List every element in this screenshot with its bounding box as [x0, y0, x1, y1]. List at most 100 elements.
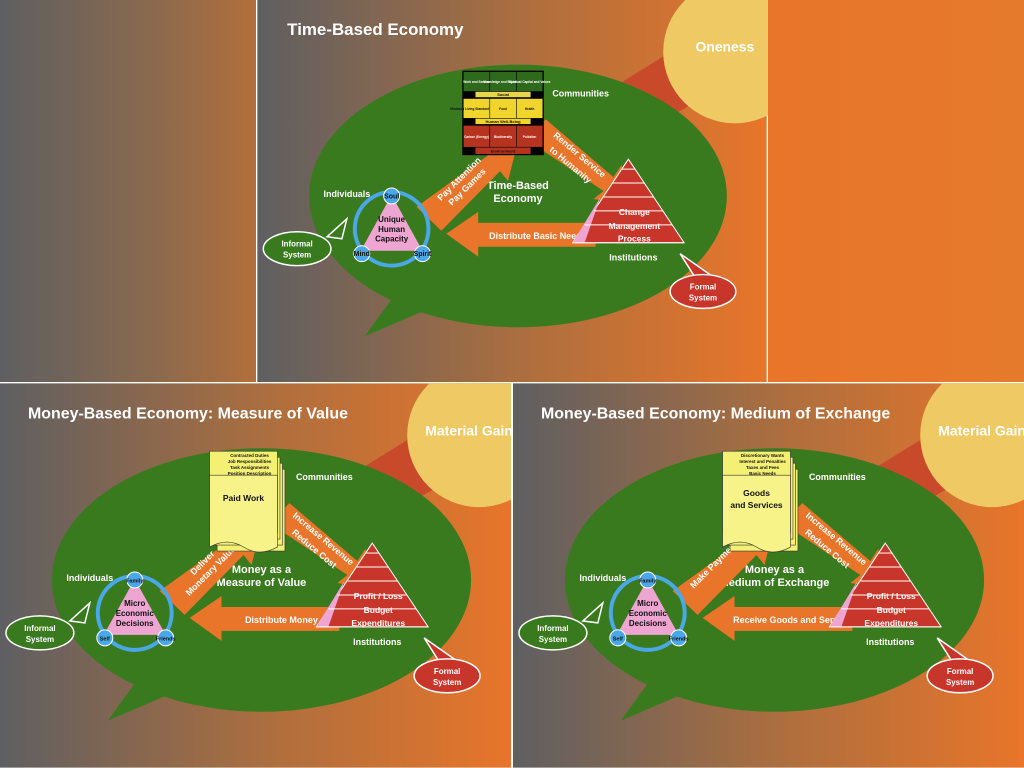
grid-cell-text: Work and Service [463, 80, 490, 84]
left-arrow [446, 211, 596, 257]
doc-main-label: Goods [743, 488, 770, 498]
triangle-center-label: Micro [124, 599, 145, 608]
triangle-center-label: Decisions [629, 619, 667, 628]
pyramid-label: Process [618, 234, 651, 244]
formal-system-bubble [669, 273, 737, 310]
grid-band-label [474, 118, 532, 125]
pyramid-label: Budget [877, 605, 906, 615]
down-arrow [782, 503, 891, 589]
triangle-center-label: Decisions [116, 619, 154, 628]
individual-triangle [360, 194, 423, 251]
pyramid-label: Management [609, 221, 661, 231]
node-label: Friends [156, 636, 176, 642]
pyramid-label: Budget [364, 605, 393, 615]
node-label: Self [613, 636, 623, 642]
left-arrow-label: Distribute Money [245, 615, 318, 625]
node-circle [383, 187, 401, 205]
pyramid-side [829, 580, 858, 627]
community-bubble [51, 448, 472, 712]
doc-tab-label: Taxes and Fees [746, 465, 780, 470]
grid-cell-text: Food [499, 107, 507, 111]
panel-title: Money-Based Economy: Measure of Value [28, 405, 348, 422]
sun-circle [407, 383, 511, 508]
pyramid-label: Change [619, 207, 650, 217]
triangle-center-label: Human [378, 225, 405, 234]
informal-tail [581, 600, 605, 624]
grid-cell-text: Carbon (Energy) [464, 135, 489, 139]
left-arrow-label: Distribute Basic Needs [489, 231, 586, 241]
node-label: Soul [384, 193, 399, 200]
informal-tail [68, 600, 92, 624]
institutions-label: Institutions [353, 637, 401, 647]
sun-label: Material Gain [938, 422, 1024, 438]
node-circle [353, 245, 371, 263]
node-label: Mind [354, 251, 370, 258]
center-label: Money as a [232, 564, 292, 576]
sun-circle [663, 0, 768, 124]
formal-label: System [433, 678, 461, 687]
sun-label: Oneness [696, 39, 755, 55]
doc-tab-label: Discretionary Wants [741, 453, 785, 458]
formal-system-bubble [413, 658, 481, 694]
node-circle [609, 629, 627, 647]
pyramid-label: Expenditures [864, 618, 918, 628]
up-arrow [416, 141, 518, 231]
informal-label: System [539, 635, 567, 644]
formal-label: System [689, 293, 717, 302]
triangle-center-label: Unique [378, 215, 405, 224]
informal-label: Informal [281, 240, 312, 249]
panel-title: Time-Based Economy [287, 20, 464, 39]
doc-tab-label: Position Description [228, 471, 272, 476]
node-label: Spirit [414, 251, 432, 258]
triangle-center-label: Capacity [375, 235, 409, 244]
side-gap-left [0, 0, 256, 383]
formal-label: Formal [434, 667, 461, 676]
informal-system-bubble [518, 615, 588, 651]
doc-tab-label: Job Responsibilities [228, 459, 272, 464]
triangle-center-label: Economic [629, 609, 668, 618]
informal-system-bubble [262, 231, 332, 267]
informal-label: Informal [24, 624, 55, 633]
center-label: Time-Based [487, 180, 549, 192]
node-label: Family [639, 578, 657, 584]
doc-tab-label: Interest and Penalties [739, 459, 786, 464]
panel-divider-top [0, 382, 1024, 383]
sun-circle [920, 383, 1024, 508]
grid-band-text: Social [497, 92, 509, 97]
grid-band-label [474, 91, 532, 98]
grid-cell-text: Minimum Living Standard (Shelter) [450, 107, 503, 111]
grid-cell-text: Knowledge and Education [483, 80, 523, 84]
triangle-center-label: Economic [116, 609, 155, 618]
left-arrow [702, 595, 853, 641]
pyramid-label: Expenditures [351, 618, 405, 628]
individuals-label: Individuals [66, 573, 113, 583]
pyramid-label: Profit / Loss [354, 591, 403, 601]
pyramid-label: Profit / Loss [867, 591, 916, 601]
node-label: Friends [669, 636, 689, 642]
grid-cell-text: Spiritual Capital and Values [509, 80, 551, 84]
formal-label: Formal [947, 667, 974, 676]
communities-label: Communities [809, 472, 866, 482]
left-arrow-label: Receive Goods and Services [733, 615, 856, 625]
document-front [209, 474, 278, 553]
side-gap-right [768, 0, 1024, 383]
informal-tail [325, 216, 349, 240]
node-label: Self [100, 636, 110, 642]
grid-band-label [474, 146, 532, 155]
individual-triangle [616, 578, 679, 635]
grid-band-text: Human Well-Being [486, 119, 522, 124]
institutions-label: Institutions [609, 253, 657, 263]
center-label: Measure of Value [217, 577, 307, 589]
panel-divider [511, 383, 513, 768]
community-bubble [564, 448, 985, 712]
document-front [722, 474, 791, 553]
down-arrow [525, 119, 634, 205]
formal-label: Formal [690, 282, 716, 291]
communities-label: Communities [552, 88, 609, 98]
node-circle [96, 629, 114, 647]
